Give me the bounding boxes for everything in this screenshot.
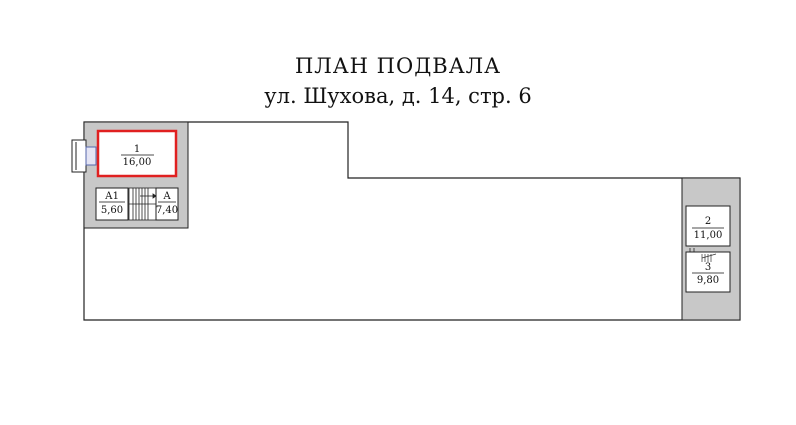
staircase-icon xyxy=(128,187,157,221)
room-a-area: 7,40 xyxy=(156,205,178,216)
room-3-stair-hatch-icon xyxy=(701,253,717,262)
plan-address: ул. Шухова, д. 14, стр. 6 xyxy=(264,84,532,108)
plan-title: ПЛАН ПОДВАЛА xyxy=(294,54,502,78)
room-2-number: 2 xyxy=(705,216,711,227)
right-wall-block xyxy=(681,177,741,321)
room-a[interactable] xyxy=(155,187,179,221)
room-1[interactable] xyxy=(96,129,178,178)
room-a1-area: 5,60 xyxy=(101,205,123,216)
room-3-area: 9,80 xyxy=(697,275,719,286)
room-a1-number: А1 xyxy=(105,191,119,202)
room-2[interactable] xyxy=(685,205,731,247)
room-1-number: 1 xyxy=(134,144,140,155)
room-2-area: 11,00 xyxy=(694,230,723,241)
room-a1[interactable] xyxy=(95,187,129,221)
room-1-area: 16,00 xyxy=(123,157,152,168)
entrance-door xyxy=(85,146,97,166)
entrance-box xyxy=(71,139,87,173)
room-a-number: А xyxy=(163,191,171,202)
room-3-number: 3 xyxy=(705,262,711,273)
